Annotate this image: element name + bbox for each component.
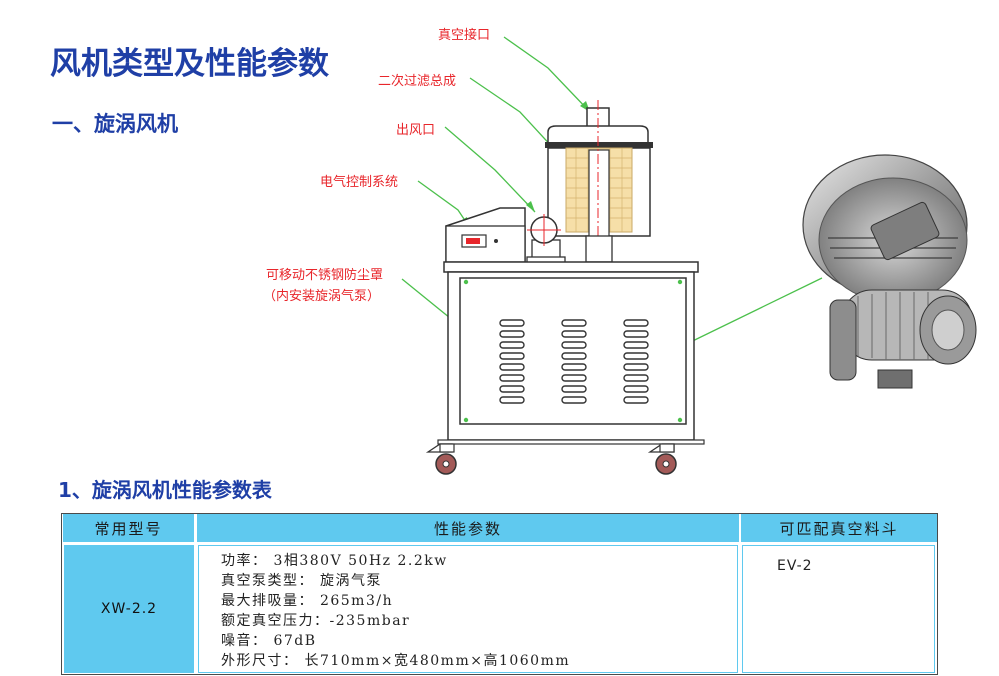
match-value: EV-2	[777, 558, 813, 574]
vortex-blower-photo	[802, 154, 977, 389]
leader-air-outlet	[444, 126, 536, 213]
control-box	[445, 207, 526, 263]
spec-power: 功率： 3相380V 50Hz 2.2kw	[221, 553, 448, 569]
spec-vacuum-pressure: 额定真空压力：-235mbar	[221, 613, 411, 629]
leader-blower-photo	[669, 277, 823, 353]
callout-dust-cover-note: （内安装旋涡气泵）	[263, 289, 381, 304]
filter-canister	[545, 100, 653, 285]
callout-vacuum-port: 真空接口	[438, 28, 491, 43]
page-subtitle: 一、旋涡风机	[52, 112, 178, 136]
leader-vacuum-port	[503, 36, 591, 113]
leader-secondary-filter	[469, 77, 556, 151]
header-match: 可匹配真空料斗	[741, 514, 937, 542]
performance-table: 常用型号 性能参数 可匹配真空料斗 XW-2.2 功率： 3相380V 50Hz…	[61, 513, 938, 675]
specs-cell: 功率： 3相380V 50Hz 2.2kw 真空泵类型： 旋涡气泵 最大排吸量：…	[198, 545, 738, 673]
callout-electric-control: 电气控制系统	[320, 175, 399, 190]
callout-air-outlet: 出风口	[396, 123, 436, 138]
match-cell: EV-2	[742, 545, 935, 673]
callout-secondary-filter: 二次过滤总成	[378, 74, 457, 89]
caster-left	[425, 443, 457, 475]
vent-slots	[499, 319, 649, 404]
header-specs: 性能参数	[197, 514, 740, 542]
spec-pump-type: 真空泵类型： 旋涡气泵	[221, 573, 382, 589]
outlet-assembly	[526, 214, 613, 264]
spec-max-flow: 最大排吸量： 265m3/h	[221, 593, 394, 609]
model-cell: XW-2.2	[64, 545, 194, 673]
header-model: 常用型号	[63, 514, 195, 542]
spec-dimensions: 外形尺寸： 长710mm×宽480mm×高1060mm	[221, 653, 571, 669]
page-title: 风机类型及性能参数	[50, 46, 329, 82]
section-title: 1、旋涡风机性能参数表	[58, 478, 272, 502]
cabinet	[437, 261, 705, 445]
callout-dust-cover: 可移动不锈钢防尘罩	[266, 268, 384, 283]
caster-right	[647, 443, 677, 475]
spec-noise: 噪音： 67dB	[221, 633, 317, 649]
